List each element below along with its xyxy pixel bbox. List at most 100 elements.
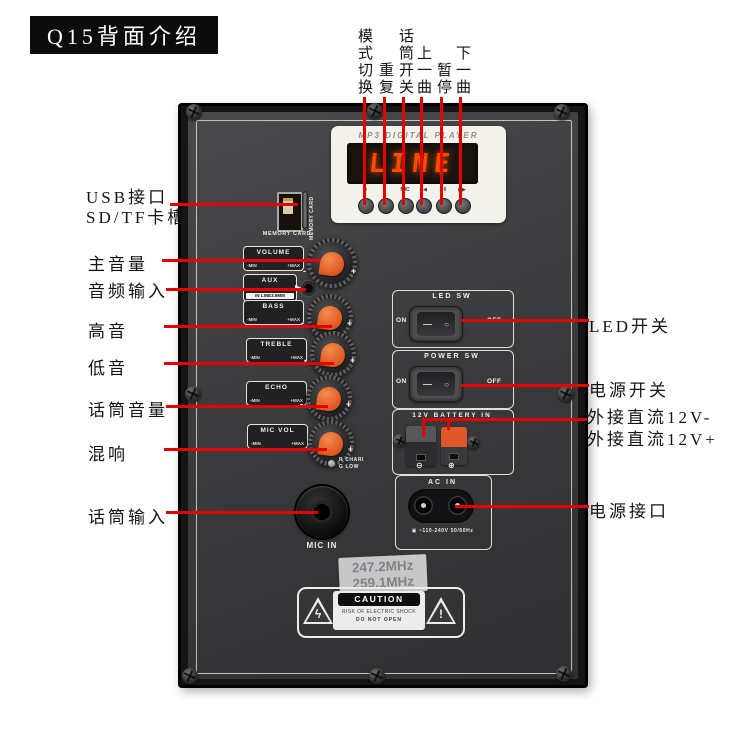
treble-minus-sign: - (304, 355, 307, 365)
power-rocker-on-mark: — (423, 379, 432, 389)
volume-knob (307, 238, 357, 288)
battery-title: 12V BATTERY IN (412, 412, 492, 419)
power-rocker-switch: — ○ (409, 366, 463, 402)
label-next-track: 下一曲 (454, 45, 470, 96)
led-on-label: ON (396, 317, 407, 324)
usb-caption: MEMORY CARD (262, 231, 312, 237)
volume-plate-label: VOLUME (256, 249, 291, 256)
echo-knob (306, 375, 352, 421)
label-power-switch: 电源开关 (589, 381, 669, 400)
annotation-line-mode (363, 97, 366, 205)
screw-icon (556, 666, 572, 682)
screw-icon (467, 436, 480, 449)
treble-plate: TREBLE -MIN+MAX (246, 338, 307, 363)
repeat-button (378, 198, 394, 214)
play-pause-icon: ▶‖ (439, 187, 447, 193)
label-mic-volume: 话筒音量 (88, 401, 168, 420)
battery-negative-hole (416, 454, 426, 461)
bass-max-label: +MAX (287, 317, 300, 322)
battery-positive-terminal (441, 427, 467, 465)
power-switch-title: POWER SW (424, 353, 480, 360)
mic-vol-min-label: -MIN (251, 441, 261, 446)
annotation-line-mic-volume (166, 405, 328, 408)
prev-track-icon: ◀◀ (414, 187, 432, 193)
mic-vol-knob (308, 420, 354, 466)
label-mode-switch: 模式切换 (356, 28, 372, 96)
ac-inlet-box (395, 475, 492, 550)
volume-plus-sign: + (351, 266, 357, 276)
prev-track-button (416, 198, 432, 214)
label-repeat: 重复 (377, 62, 393, 96)
aux-plate-label: AUX (261, 277, 279, 284)
screw-icon (393, 434, 406, 447)
annotation-line-dc-pos-drop (447, 420, 450, 430)
label-reverb: 混响 (88, 445, 128, 464)
charge-led-line2: G LOW (339, 464, 359, 470)
volume-minus-sign: - (303, 266, 306, 276)
label-usb: USB接口 (86, 188, 169, 207)
power-rocker-off-mark: ○ (444, 379, 449, 389)
label-master-volume: 主音量 (88, 255, 148, 274)
led-rocker-off-mark: ○ (444, 319, 449, 329)
aux-input-jack (301, 281, 316, 296)
treble-min-label: -MIN (250, 355, 260, 360)
charge-led (328, 460, 335, 467)
volume-min-label: -MIN (247, 263, 257, 268)
bass-min-label: -MIN (247, 317, 257, 322)
treble-max-label: +MAX (290, 355, 303, 360)
page-title: Q15背面介绍 (30, 16, 218, 54)
label-bass: 低音 (88, 359, 128, 378)
echo-minus-sign: - (300, 399, 303, 409)
echo-plus-sign: + (346, 399, 352, 409)
label-dc-12v-neg: 外接直流12V- (587, 408, 713, 427)
annotation-line-power-port (455, 505, 589, 508)
caution-line2: DO NOT OPEN (355, 617, 402, 623)
screw-icon (185, 386, 201, 402)
mic-vol-plate-label: MIC VOL (260, 427, 295, 434)
mp3-display-text: LINE (367, 148, 458, 179)
treble-plus-sign: + (350, 355, 356, 365)
annotation-line-reverb (164, 448, 327, 451)
bass-plus-sign: + (347, 318, 353, 328)
led-switch-title: LED SW (432, 293, 472, 300)
power-switch-box (392, 350, 514, 409)
annotation-line-master-volume (162, 259, 320, 262)
minus-symbol: ⊖ (416, 461, 423, 470)
sd-slot-caption: MEMORY CARD (309, 196, 315, 240)
annotation-line-prev (420, 97, 423, 205)
mode-button (358, 198, 374, 214)
battery-negative-terminal (406, 426, 436, 466)
label-prev-track: 上一曲 (415, 45, 431, 96)
label-led-switch: LED开关 (589, 317, 672, 336)
echo-plate-label: ECHO (265, 384, 288, 391)
annotation-line-mic-input (166, 511, 318, 514)
led-rocker-on-mark: — (423, 319, 432, 329)
power-on-label: ON (396, 378, 407, 385)
page-title-text: Q15背面介绍 (47, 24, 201, 49)
annotation-line-mic-switch (402, 97, 405, 205)
label-mic-switch: 话筒开关 (397, 28, 413, 96)
screw-icon (558, 386, 574, 402)
led-rocker-face: — ○ (417, 312, 455, 336)
volume-max-label: +MAX (287, 263, 300, 268)
mp3-display: LINE (347, 143, 478, 184)
annotation-line-power-switch (461, 384, 589, 387)
annotation-line-next (459, 97, 462, 205)
caution-title: CAUTION (338, 593, 420, 606)
treble-knob (310, 331, 356, 377)
annotation-line-pause (440, 97, 443, 205)
exclamation-icon: ! (439, 607, 443, 621)
bass-minus-sign: - (301, 318, 304, 328)
label-audio-input: 音频输入 (88, 282, 168, 301)
echo-plate: ECHO -MIN+MAX (246, 381, 307, 406)
label-pause: 暂停 (435, 62, 451, 96)
led-rocker-switch: — ○ (409, 306, 463, 342)
annotation-line-repeat (383, 97, 386, 205)
mp3-player-title: MP3 DIGITAL PLAYER (358, 131, 479, 140)
screw-icon (554, 104, 570, 120)
echo-min-label: -MIN (250, 398, 260, 403)
screw-icon (182, 668, 198, 684)
mic-vol-plate: MIC VOL -MIN+MAX (247, 424, 308, 449)
mic-jack-hole (311, 501, 333, 523)
